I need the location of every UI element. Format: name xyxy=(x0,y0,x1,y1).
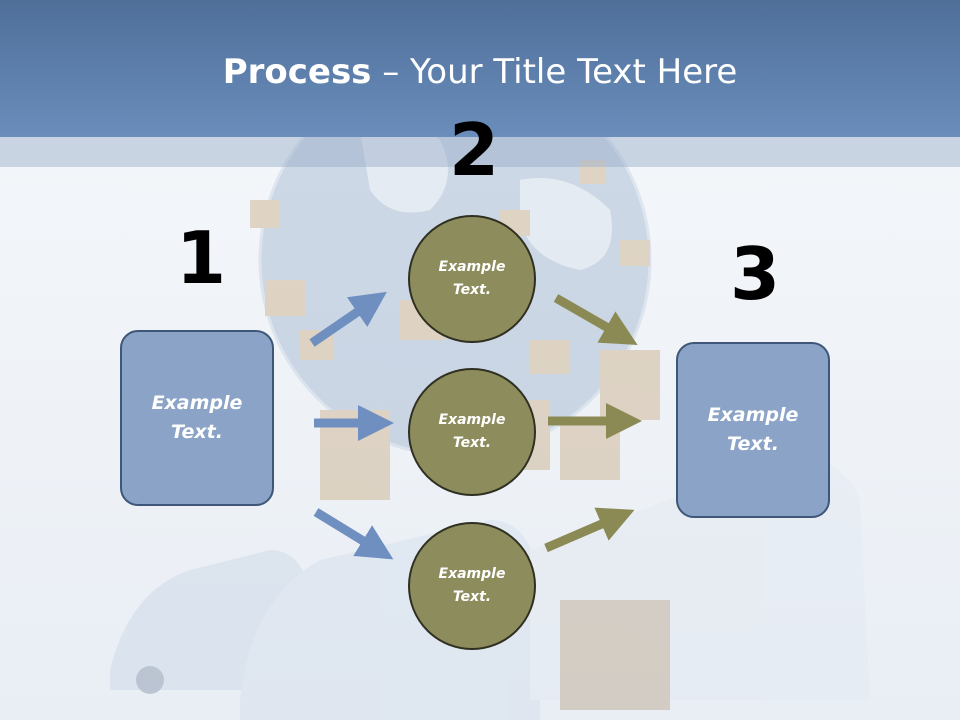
circle-3-line1: Example xyxy=(438,566,506,582)
circle-2-line1: Example xyxy=(438,412,506,428)
slide-title: Process – Your Title Text Here xyxy=(0,52,960,92)
step-number-2: 2 xyxy=(449,108,500,192)
step-1-line1: Example xyxy=(151,392,243,414)
arrow-to-circle-3 xyxy=(313,508,394,560)
arrow-from-circle-1 xyxy=(553,294,638,345)
arrow-from-circle-3 xyxy=(544,507,635,553)
arrow-to-circle-1 xyxy=(309,291,387,347)
title-bar xyxy=(0,0,960,137)
circle-3-line2: Text. xyxy=(452,589,492,605)
step-number-3: 3 xyxy=(730,232,781,316)
title-bold: Process xyxy=(222,52,372,92)
step-number-1: 1 xyxy=(176,216,227,300)
circle-2-line2: Text. xyxy=(452,435,492,451)
step-1-line2: Text. xyxy=(171,421,223,443)
circle-1-line1: Example xyxy=(438,259,506,275)
step-3-line2: Text. xyxy=(727,433,779,455)
step-3-line1: Example xyxy=(707,404,799,426)
circle-1-line2: Text. xyxy=(452,282,492,298)
title-band xyxy=(0,137,960,167)
title-rest: – Your Title Text Here xyxy=(371,52,738,92)
